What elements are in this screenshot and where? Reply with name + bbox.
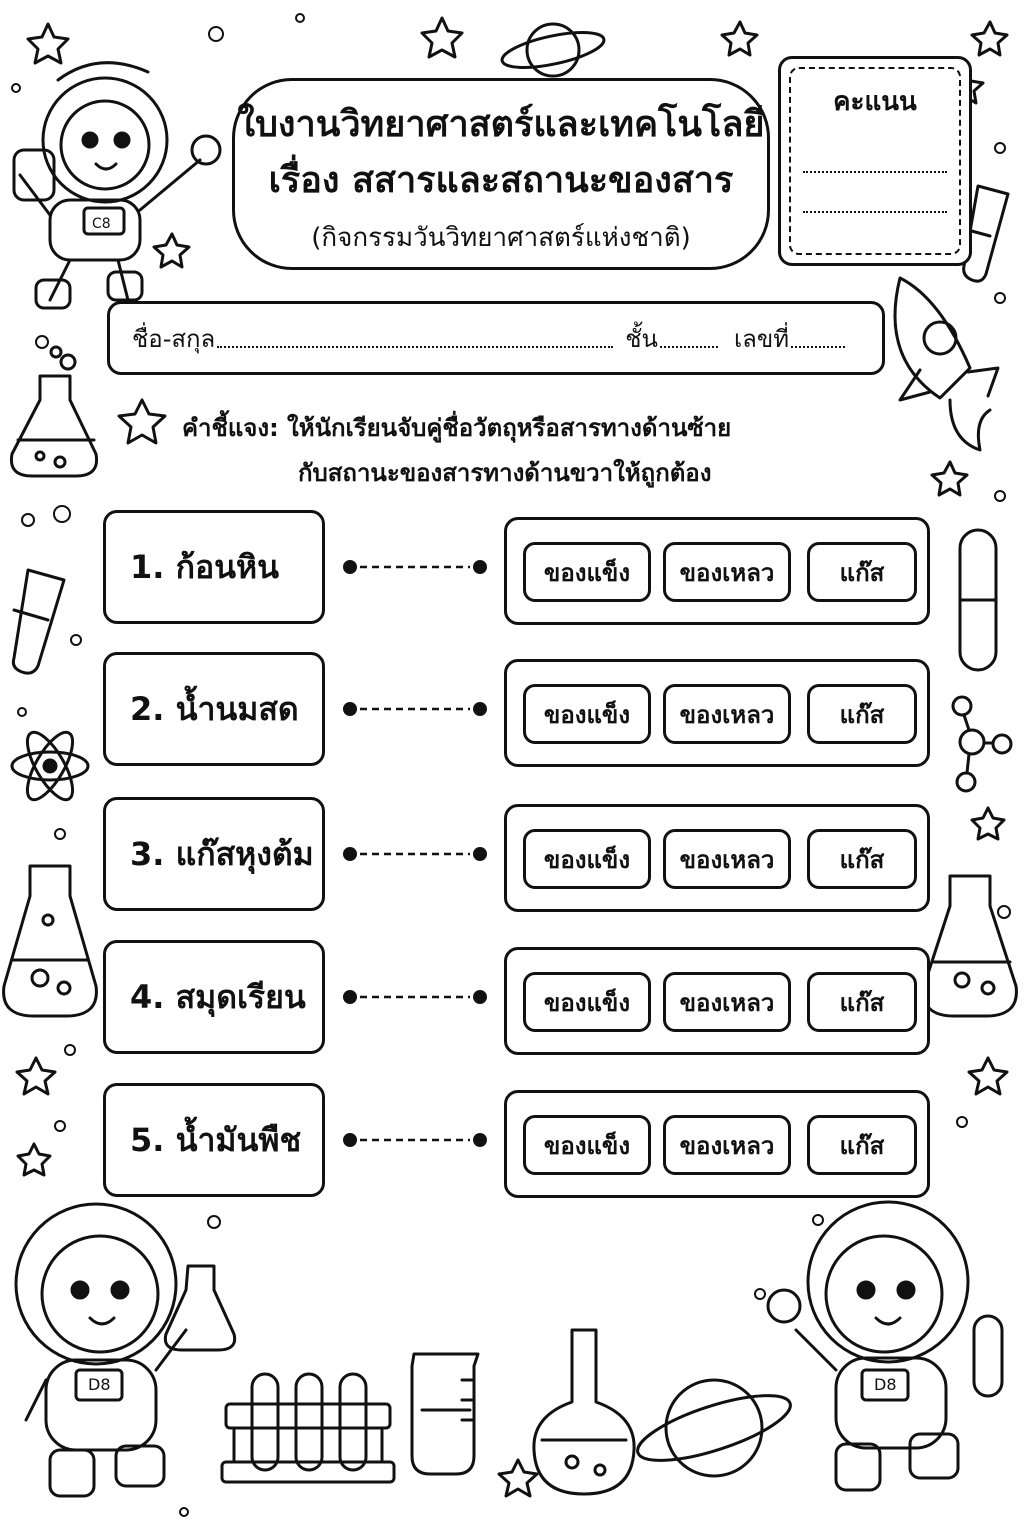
choice-gas[interactable]: แก๊ส xyxy=(807,972,917,1032)
choice-group: ของแข็งของเหลว แก๊ส xyxy=(504,517,930,625)
star-icon xyxy=(15,1056,57,1096)
test-tube-rack-icon xyxy=(220,1372,396,1484)
star-icon xyxy=(970,806,1006,841)
student-info-bar: ชื่อ-สกุล ชั้น เลขที่ xyxy=(107,301,885,375)
astronaut-badge: D8 xyxy=(88,1375,111,1394)
flask-icon xyxy=(2,864,98,1018)
choice-solid[interactable]: ของแข็ง xyxy=(523,1115,651,1175)
item-label: 5. น้ำมันพืช xyxy=(130,1120,302,1159)
score-box: คะแนน xyxy=(778,56,972,266)
test-tube-icon xyxy=(958,528,998,672)
star-icon xyxy=(16,1142,52,1177)
item-label: 1. ก้อนหิน xyxy=(130,547,279,586)
choice-liquid[interactable]: ของเหลว xyxy=(663,1115,791,1175)
choice-group: ของแข็งของเหลว แก๊ส xyxy=(504,1090,930,1198)
test-tube-icon xyxy=(11,568,66,675)
choice-group: ของแข็งของเหลว แก๊ส xyxy=(504,804,930,912)
choice-gas[interactable]: แก๊ส xyxy=(807,542,917,602)
connector-line[interactable] xyxy=(342,700,488,718)
item-label: 3. แก๊สหุงต้ม xyxy=(130,834,314,873)
number-label: เลขที่ xyxy=(733,324,790,353)
molecule-icon xyxy=(951,695,1013,793)
star-icon xyxy=(117,398,167,445)
item-box: 4. สมุดเรียน xyxy=(103,940,325,1054)
choice-solid[interactable]: ของแข็ง xyxy=(523,972,651,1032)
item-label: 4. สมุดเรียน xyxy=(130,977,306,1016)
star-icon xyxy=(967,1056,1009,1096)
choice-solid[interactable]: ของแข็ง xyxy=(523,542,651,602)
score-line[interactable] xyxy=(803,171,947,173)
star-icon xyxy=(720,20,759,57)
choice-solid[interactable]: ของแข็ง xyxy=(523,829,651,889)
flask-icon xyxy=(9,345,99,478)
connector-line[interactable] xyxy=(342,845,488,863)
star-icon xyxy=(420,16,464,59)
instructions-text-1: ให้นักเรียนจับคู่ชื่อวัตถุหรือสารทางด้าน… xyxy=(287,414,732,442)
astronaut-icon xyxy=(12,61,222,310)
star-icon xyxy=(497,1458,539,1498)
score-line[interactable] xyxy=(803,211,947,213)
star-icon xyxy=(152,232,191,269)
choice-gas[interactable]: แก๊ส xyxy=(807,684,917,744)
flask-icon xyxy=(532,1328,636,1496)
star-icon xyxy=(970,20,1009,57)
rocket-icon xyxy=(893,276,1000,452)
planet-icon xyxy=(636,1378,792,1478)
item-label: 2. น้ำนมสด xyxy=(130,689,299,728)
planet-icon xyxy=(500,22,606,78)
atom-icon xyxy=(10,730,90,802)
flask-icon xyxy=(922,874,1018,1018)
instructions-label: คำชี้แจง: xyxy=(182,414,279,442)
astronaut-icon xyxy=(766,1200,1004,1492)
class-field[interactable] xyxy=(659,328,718,348)
instructions-line-1: คำชี้แจง: ให้นักเรียนจับคู่ชื่อวัตถุหรือ… xyxy=(182,408,731,447)
astronaut-badge: D8 xyxy=(874,1375,897,1394)
star-icon xyxy=(930,460,969,497)
name-label: ชื่อ-สกุล xyxy=(132,324,216,353)
class-label: ชั้น xyxy=(625,324,658,353)
choice-gas[interactable]: แก๊ส xyxy=(807,829,917,889)
title-cloud: ใบงานวิทยาศาสตร์และเทคโนโลยี เรื่อง สสาร… xyxy=(232,78,770,270)
connector-line[interactable] xyxy=(342,1131,488,1149)
name-field[interactable] xyxy=(217,328,614,348)
choice-group: ของแข็งของเหลว แก๊ส xyxy=(504,947,930,1055)
number-field[interactable] xyxy=(791,328,846,348)
item-box: 1. ก้อนหิน xyxy=(103,510,325,624)
astronaut-icon xyxy=(14,1202,237,1498)
choice-liquid[interactable]: ของเหลว xyxy=(663,542,791,602)
star-icon xyxy=(26,22,70,65)
choice-gas[interactable]: แก๊ส xyxy=(807,1115,917,1175)
worksheet-title: ใบงานวิทยาศาสตร์และเทคโนโลยี xyxy=(237,104,765,145)
item-box: 3. แก๊สหุงต้ม xyxy=(103,797,325,911)
worksheet-subtitle: (กิจกรรมวันวิทยาศาสตร์แห่งชาติ) xyxy=(311,223,691,253)
score-frame xyxy=(789,67,961,255)
score-label: คะแนน xyxy=(833,87,917,117)
choice-liquid[interactable]: ของเหลว xyxy=(663,972,791,1032)
connector-line[interactable] xyxy=(342,988,488,1006)
item-box: 5. น้ำมันพืช xyxy=(103,1083,325,1197)
worksheet-topic: เรื่อง สสารและสถานะของสาร xyxy=(268,160,734,201)
choice-group: ของแข็งของเหลว แก๊ส xyxy=(504,659,930,767)
connector-line[interactable] xyxy=(342,558,488,576)
item-box: 2. น้ำนมสด xyxy=(103,652,325,766)
astronaut-badge: C8 xyxy=(92,216,111,232)
beaker-icon xyxy=(410,1352,480,1476)
choice-liquid[interactable]: ของเหลว xyxy=(663,829,791,889)
choice-liquid[interactable]: ของเหลว xyxy=(663,684,791,744)
instructions-text-2: กับสถานะของสารทางด้านขวาให้ถูกต้อง xyxy=(298,459,712,487)
choice-solid[interactable]: ของแข็ง xyxy=(523,684,651,744)
